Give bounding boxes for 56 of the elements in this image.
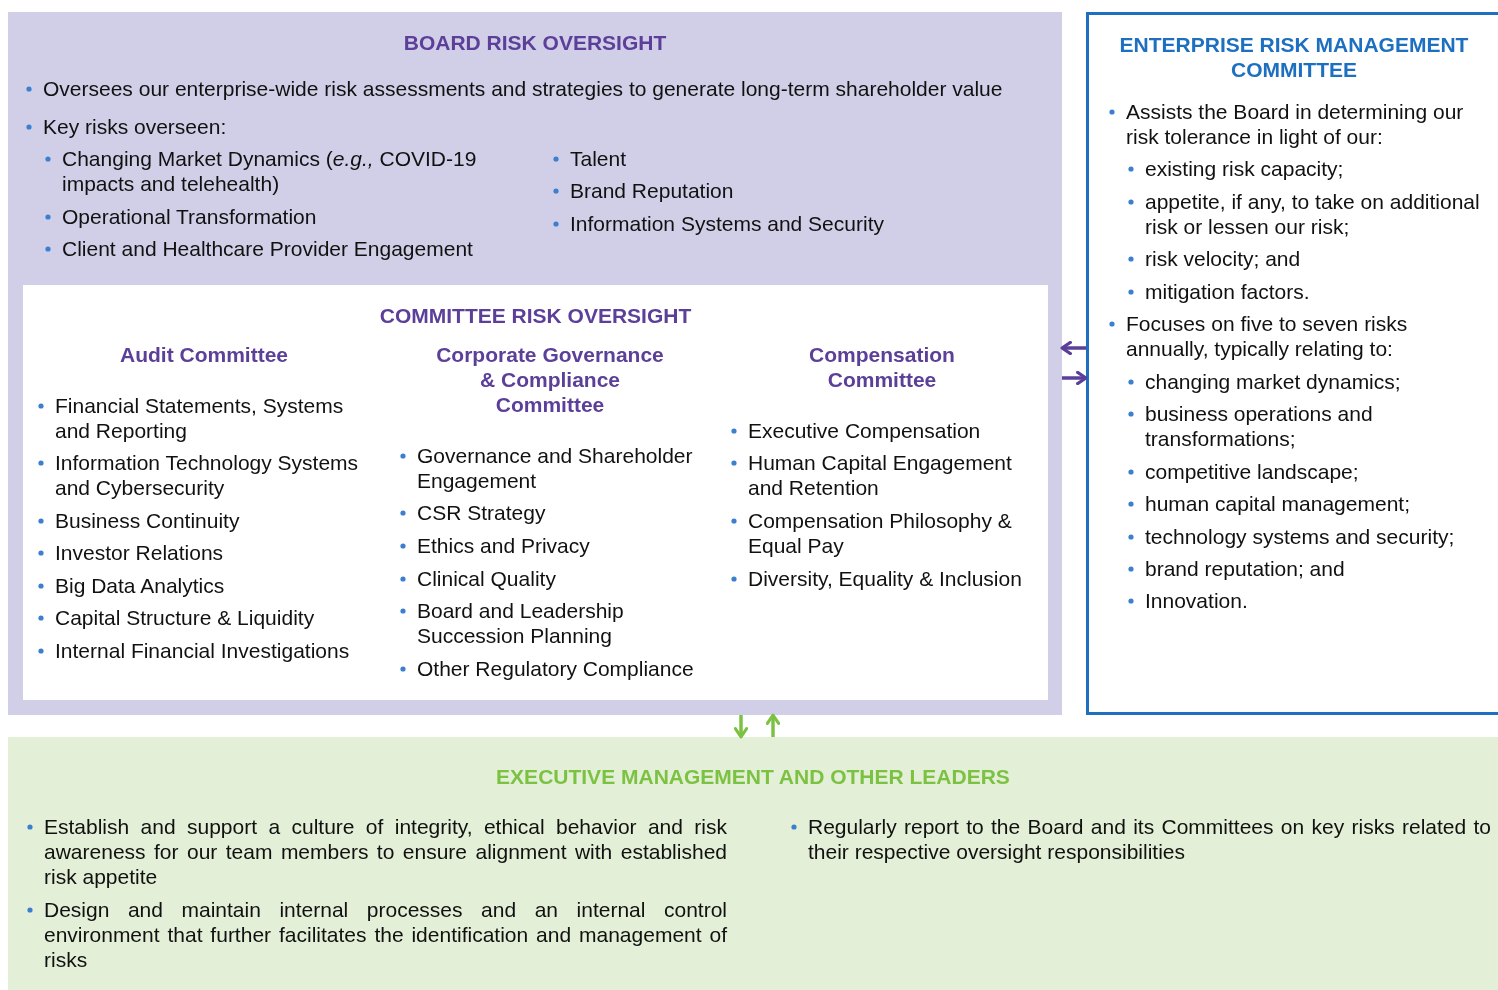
- bullet-item: business operations and transformations;: [1145, 401, 1374, 451]
- bullet-item: Board and Leadership Succession Planning: [417, 598, 625, 648]
- bullet-item: Client and Healthcare Provider Engagement: [62, 236, 474, 261]
- bullet-item: Internal Financial Investigations: [55, 638, 351, 663]
- bullet-item: Diversity, Equality & Inclusion: [748, 566, 1023, 591]
- arrow: [733, 715, 749, 739]
- bullet-item: Operational Transformation: [62, 204, 318, 229]
- bullet-item: CSR Strategy: [417, 500, 547, 525]
- bullet-item: Human Capital Engagement and Retention: [748, 450, 1013, 500]
- bullet-item: Executive Compensation: [748, 418, 982, 443]
- section-heading: Corporate Governance & Compliance Committee: [435, 342, 665, 417]
- bullet-item: existing risk capacity;: [1145, 156, 1345, 181]
- bullet-item: Information Technology Systems and Cybersecurity: [55, 450, 360, 500]
- arrow: [1060, 340, 1086, 356]
- bullet-item: Establish and support a culture of integrity, ethical behavior and risk awareness for our team members to ensure alignment with established risk appetite: [44, 814, 727, 889]
- bullet-item: Oversees our enterprise-wide risk assessments and strategies to generate long-term shareholder value: [43, 76, 1004, 101]
- bullet-item: changing market dynamics;: [1145, 369, 1402, 394]
- bullet-item: technology systems and security;: [1145, 524, 1456, 549]
- leaders-panel: [8, 737, 1498, 990]
- bullet-item: Capital Structure & Liquidity: [55, 605, 316, 630]
- bullet-item: Innovation.: [1145, 588, 1249, 613]
- bullet-item: Design and maintain internal processes and an internal control environment that further facilitates the identification and management of risks: [44, 897, 727, 972]
- bullet-item: Governance and Shareholder Engagement: [417, 443, 694, 493]
- bullet-item: human capital management;: [1145, 491, 1411, 516]
- section-heading: BOARD RISK OVERSIGHT: [402, 30, 668, 55]
- bullet-item: Big Data Analytics: [55, 573, 226, 598]
- bullet-item: Regularly report to the Board and its Committees on key risks related to their respective oversight responsibilities: [808, 814, 1491, 864]
- section-heading: Audit Committee: [119, 342, 289, 367]
- bullet-item: mitigation factors.: [1145, 279, 1311, 304]
- bullet-item: appetite, if any, to take on additional risk or lessen our risk;: [1145, 189, 1481, 239]
- bullet-item: risk velocity; and: [1145, 246, 1302, 271]
- bullet-item: Focuses on five to seven risks annually, typically relating to:: [1126, 311, 1409, 361]
- bullet-item: competitive landscape;: [1145, 459, 1360, 484]
- bullet-item: Financial Statements, Systems and Reporting: [55, 393, 345, 443]
- section-heading: Compensation Committee: [808, 342, 956, 392]
- bullet-item: Investor Relations: [55, 540, 225, 565]
- bullet-item: Talent: [570, 146, 628, 171]
- bullet-item: Key risks overseen:: [43, 114, 228, 139]
- section-heading: COMMITTEE RISK OVERSIGHT: [378, 303, 693, 328]
- committee-panel: [1086, 12, 1498, 715]
- bullet-item: Changing Market Dynamics (e.g., COVID-19 impacts and telehealth): [62, 146, 478, 196]
- bullet-item: Ethics and Privacy: [417, 533, 591, 558]
- arrow: [765, 713, 781, 737]
- section-heading: EXECUTIVE MANAGEMENT AND OTHER LEADERS: [495, 764, 1011, 789]
- arrow: [1062, 370, 1088, 386]
- bullet-item: Assists the Board in determining our risk tolerance in light of our:: [1126, 99, 1465, 149]
- section-heading: ENTERPRISE RISK MANAGEMENT COMMITTEE: [1118, 32, 1470, 82]
- bullet-item: Business Continuity: [55, 508, 241, 533]
- bullet-item: Clinical Quality: [417, 566, 557, 591]
- bullet-item: Brand Reputation: [570, 178, 735, 203]
- bullet-item: Other Regulatory Compliance: [417, 656, 695, 681]
- bullet-item: Information Systems and Security: [570, 211, 885, 236]
- bullet-item: Compensation Philosophy & Equal Pay: [748, 508, 1013, 558]
- bullet-item: brand reputation; and: [1145, 556, 1346, 581]
- committee-panel: [23, 285, 1048, 700]
- oversight-panel: [8, 12, 1062, 715]
